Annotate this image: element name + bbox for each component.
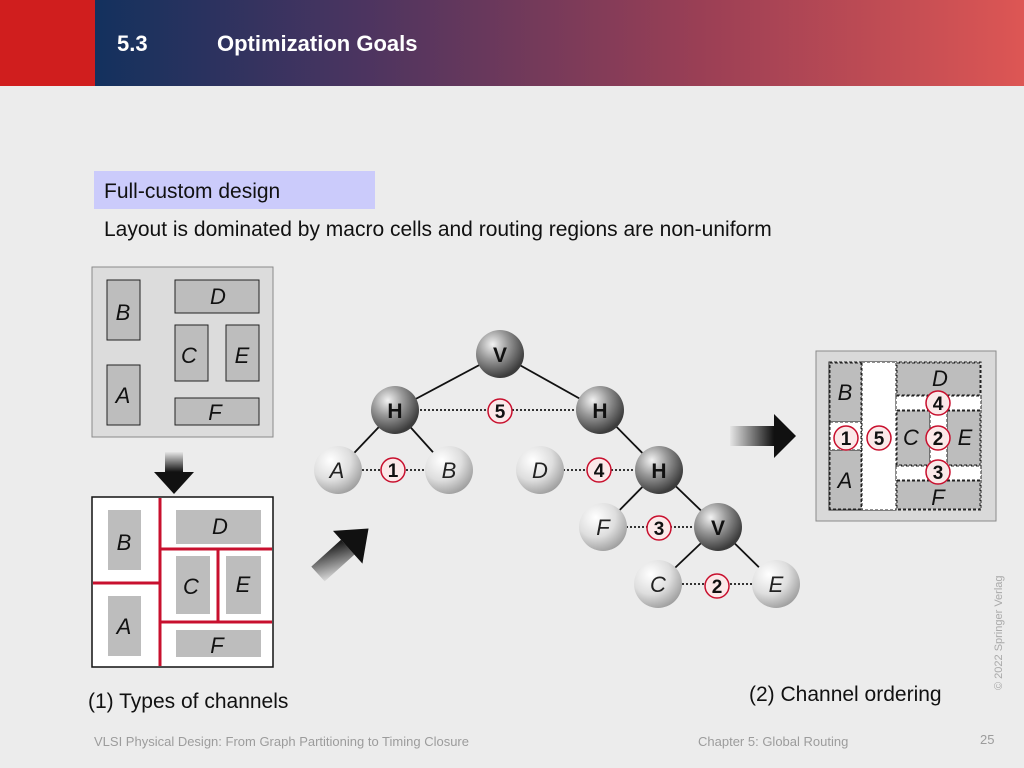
ordered-layout-panel: B A D C E F 1 5 4 2 3 [815, 350, 997, 522]
layout-channel-badge-4: 4 [925, 390, 951, 416]
leaf-e: E [752, 560, 800, 608]
channel-block-f: F [210, 633, 225, 658]
ordered-block-b: B [838, 380, 853, 405]
section-number: 5.3 [117, 31, 148, 56]
floorplan-panel: B A D C E F [91, 266, 274, 438]
channels-panel: B A D C E F [91, 496, 274, 668]
tree-channel-badge-2: 2 [704, 573, 730, 599]
node-v-root: V [476, 330, 524, 378]
svg-text:E: E [235, 343, 250, 368]
channel-links [362, 409, 752, 585]
svg-text:H: H [387, 400, 402, 423]
svg-text:F: F [596, 515, 611, 540]
leaf-d: D [516, 446, 564, 494]
svg-text:5: 5 [874, 429, 885, 450]
channel-block-c: C [183, 574, 199, 599]
channel-block-b: B [117, 530, 132, 555]
layout-channel-badge-5: 5 [866, 425, 892, 451]
page-number: 25 [980, 732, 995, 747]
ordered-block-e: E [958, 425, 973, 450]
footer-book-title: VLSI Physical Design: From Graph Partiti… [94, 734, 469, 749]
svg-text:V: V [711, 517, 725, 540]
node-h-right: H [576, 386, 624, 434]
right-arrow-icon [730, 414, 796, 458]
header-accent-block [0, 0, 95, 86]
svg-text:2: 2 [933, 429, 944, 450]
block-a: A [106, 364, 141, 426]
layout-channel-badge-2: 2 [925, 425, 951, 451]
footer-chapter: Chapter 5: Global Routing [698, 734, 849, 749]
slide-subtitle: Layout is dominated by macro cells and r… [104, 218, 772, 241]
routing-channels [93, 498, 272, 666]
svg-text:2: 2 [712, 577, 723, 598]
block-d: D [174, 279, 260, 314]
svg-text:1: 1 [388, 461, 399, 482]
svg-text:D: D [210, 284, 226, 309]
layout-channel-badge-1: 1 [833, 425, 859, 451]
caption-types-of-channels: (1) Types of channels [88, 690, 288, 713]
svg-text:A: A [114, 383, 131, 408]
section-title: Optimization Goals [217, 31, 418, 56]
svg-text:D: D [532, 458, 548, 483]
header-gradient-bar [95, 0, 1024, 86]
tree-channel-badge-1: 1 [380, 457, 406, 483]
block-f: F [174, 397, 260, 426]
svg-text:1: 1 [841, 429, 852, 450]
channel-block-e: E [236, 572, 251, 597]
node-v-inner: V [694, 503, 742, 551]
layout-channel-badge-3: 3 [925, 459, 951, 485]
block-b: B [106, 279, 141, 341]
copyright-notice: © 2022 Springer Verlag [993, 575, 1005, 690]
ordered-block-c: C [903, 425, 919, 450]
svg-text:B: B [442, 458, 457, 483]
ordered-block-f: F [931, 485, 946, 510]
svg-text:E: E [769, 572, 784, 597]
svg-text:H: H [592, 400, 607, 423]
svg-text:V: V [493, 344, 507, 367]
svg-text:C: C [650, 572, 666, 597]
leaf-b: B [425, 446, 473, 494]
svg-text:3: 3 [933, 463, 944, 484]
svg-text:F: F [208, 400, 223, 425]
design-style-badge: Full-custom design [94, 171, 375, 209]
svg-text:A: A [328, 458, 345, 483]
node-h-left: H [371, 386, 419, 434]
svg-text:B: B [116, 300, 131, 325]
block-c: C [174, 324, 209, 382]
ordered-block-a: A [836, 468, 853, 493]
svg-text:4: 4 [933, 394, 944, 415]
header-bar: 5.3 Optimization Goals [0, 0, 1024, 86]
down-arrow-icon [154, 452, 194, 494]
diagonal-arrow-icon [311, 528, 369, 582]
channel-block-d: D [212, 514, 228, 539]
tree-channel-badge-4: 4 [586, 457, 612, 483]
caption-channel-ordering: (2) Channel ordering [749, 683, 942, 706]
tree-channel-badge-5: 5 [487, 398, 513, 424]
leaf-c: C [634, 560, 682, 608]
tree-channel-badge-3: 3 [646, 515, 672, 541]
leaf-a: A [314, 446, 362, 494]
node-h-inner: H [635, 446, 683, 494]
leaf-f: F [579, 503, 627, 551]
svg-text:H: H [651, 460, 666, 483]
svg-text:3: 3 [654, 519, 665, 540]
svg-text:4: 4 [594, 461, 605, 482]
svg-text:5: 5 [495, 402, 506, 423]
svg-text:C: C [181, 343, 197, 368]
channel-block-a: A [115, 614, 132, 639]
block-e: E [225, 324, 260, 382]
ordered-block-d: D [932, 366, 948, 391]
